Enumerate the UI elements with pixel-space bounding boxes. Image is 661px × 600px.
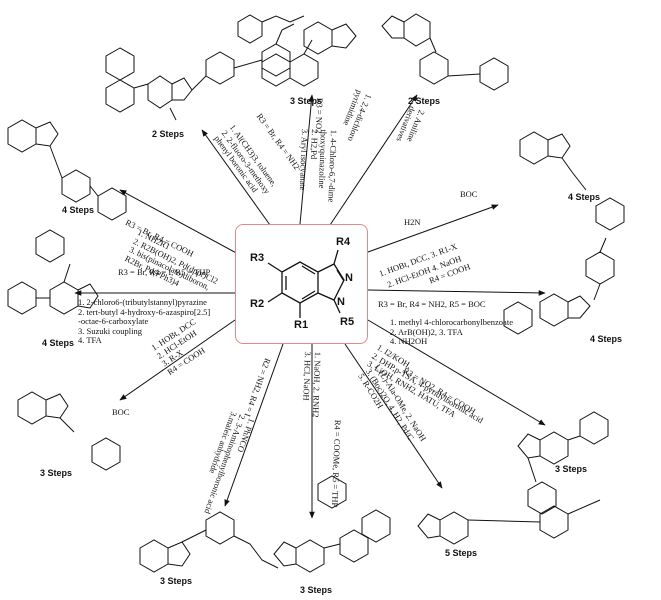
steps-right-upper: 4 Steps: [568, 192, 601, 202]
steps-left-lower: 3 Steps: [40, 468, 73, 478]
substituents-left: R3 = Br, R4 = I, R5 = THP: [118, 267, 211, 277]
core-n2-label: N: [345, 272, 353, 284]
conditions-left: 1. 2-chloro6-(tributylstannyl)pyrazine 2…: [78, 297, 211, 345]
structure-right: [503, 237, 615, 335]
structure-right-upper: [519, 131, 625, 231]
structure-top-left: [105, 23, 295, 121]
structure-left: [7, 229, 99, 315]
core-r1-label: R1: [294, 319, 309, 331]
reagent-boc-amine: H2N: [404, 217, 421, 227]
core-r3-label: R3: [250, 252, 265, 264]
steps-top: 3 Steps: [290, 96, 323, 106]
steps-left: 4 Steps: [42, 338, 75, 348]
arrow-bottom-right: [344, 343, 443, 489]
structure-top-right: [381, 13, 509, 91]
steps-bottom-left: 3 Steps: [160, 576, 193, 586]
steps-top-right: 2 Steps: [408, 96, 441, 106]
conditions-top: 1. 4-Chloro-6,7-dime thoxyquinazoline 2.…: [298, 128, 339, 203]
core-r2-label: R2: [250, 298, 265, 310]
steps-right-lower: 3 Steps: [555, 464, 588, 474]
arrows: [74, 94, 546, 519]
steps-bottom: 3 Steps: [300, 585, 333, 595]
arrow-top: [299, 94, 315, 225]
conditions-right: 1. methyl 4-chlorocarbonylbenzoate 2. Ar…: [390, 317, 513, 346]
steps-right: 4 Steps: [590, 334, 623, 344]
arrow-top-right: [329, 94, 418, 226]
conditions-bottom: 1. NaOH, 2. RNH2 3. HCl, NaOH: [301, 351, 323, 418]
reagent-left-lower-boc: BOC: [112, 407, 130, 417]
core-r4-label: R4: [336, 236, 351, 248]
arrow-right-upper: [367, 204, 499, 253]
arrow-bottom-left: [224, 343, 284, 507]
reagent-boc: BOC: [460, 189, 478, 199]
structure-top: [237, 14, 357, 87]
steps-top-left: 2 Steps: [152, 129, 185, 139]
product-structures: [7, 13, 625, 573]
arrow-right-lower: [367, 319, 546, 426]
structure-bottom-right: [417, 499, 601, 545]
structure-right-lower: [517, 411, 609, 515]
arrow-left-upper: [119, 189, 241, 256]
structure-left-upper: [7, 119, 127, 221]
steps-bottom-right: 5 Steps: [445, 548, 478, 558]
arrow-right: [367, 289, 546, 296]
core-r5-label: R5: [340, 316, 355, 328]
core-n1-label: N: [337, 296, 345, 308]
steps-left-upper: 4 Steps: [62, 205, 95, 215]
structure-bottom-left: [139, 511, 279, 573]
substituents-top: R3 = NO2: [313, 97, 325, 134]
substituents-right: R3 = Br, R4 = NH2, R5 = BOC: [378, 299, 486, 309]
arrow-top-left: [201, 129, 271, 226]
structure-bottom: [273, 475, 391, 573]
arrow-left-lower: [119, 319, 236, 401]
substituents-bottom: R4 = COOMe, R5 = THP: [329, 419, 343, 508]
structure-left-lower: [17, 391, 121, 471]
